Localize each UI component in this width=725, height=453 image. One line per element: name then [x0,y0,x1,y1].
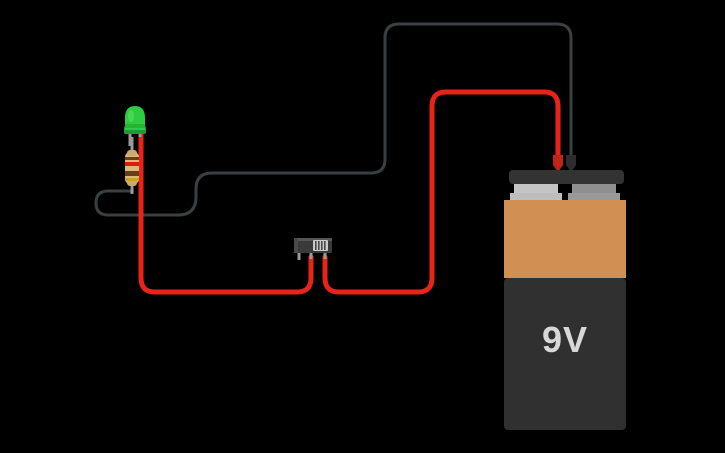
resistor-band-2 [125,162,139,166]
battery-terminal-negative-base [568,193,620,202]
resistor[interactable] [125,137,139,194]
led[interactable] [124,106,146,146]
battery-9v[interactable]: 9V [504,155,626,430]
battery-terminal-positive-base [510,193,562,202]
battery-negative-clip [566,155,576,172]
battery-cap [509,170,624,184]
led-highlight [128,110,134,122]
resistor-body-shoulder-top [127,150,137,156]
wire-red-positive[interactable] [138,89,561,295]
resistor-band-3 [125,171,139,176]
switch-ridge-3 [321,241,323,250]
battery-positive-clip [553,155,563,172]
switch-body-top-edge [294,238,332,241]
slide-switch[interactable] [294,238,332,260]
wire-black-path[interactable] [94,22,573,217]
resistor-band-4 [125,178,139,181]
battery-body [504,278,626,430]
battery-voltage-label: 9V [542,319,588,360]
resistor-band-1 [125,157,139,160]
switch-body-left-edge [294,238,298,253]
wire-red-path-left[interactable] [138,132,314,295]
switch-ridge-1 [315,241,317,250]
battery-band [504,200,626,278]
switch-ridge-4 [324,241,326,250]
switch-ridge-2 [318,241,320,250]
led-body-ring [125,124,145,128]
wire-black-negative[interactable] [94,22,573,217]
wire-red-path-right[interactable] [322,89,561,295]
resistor-body-shoulder-bottom [127,180,137,186]
